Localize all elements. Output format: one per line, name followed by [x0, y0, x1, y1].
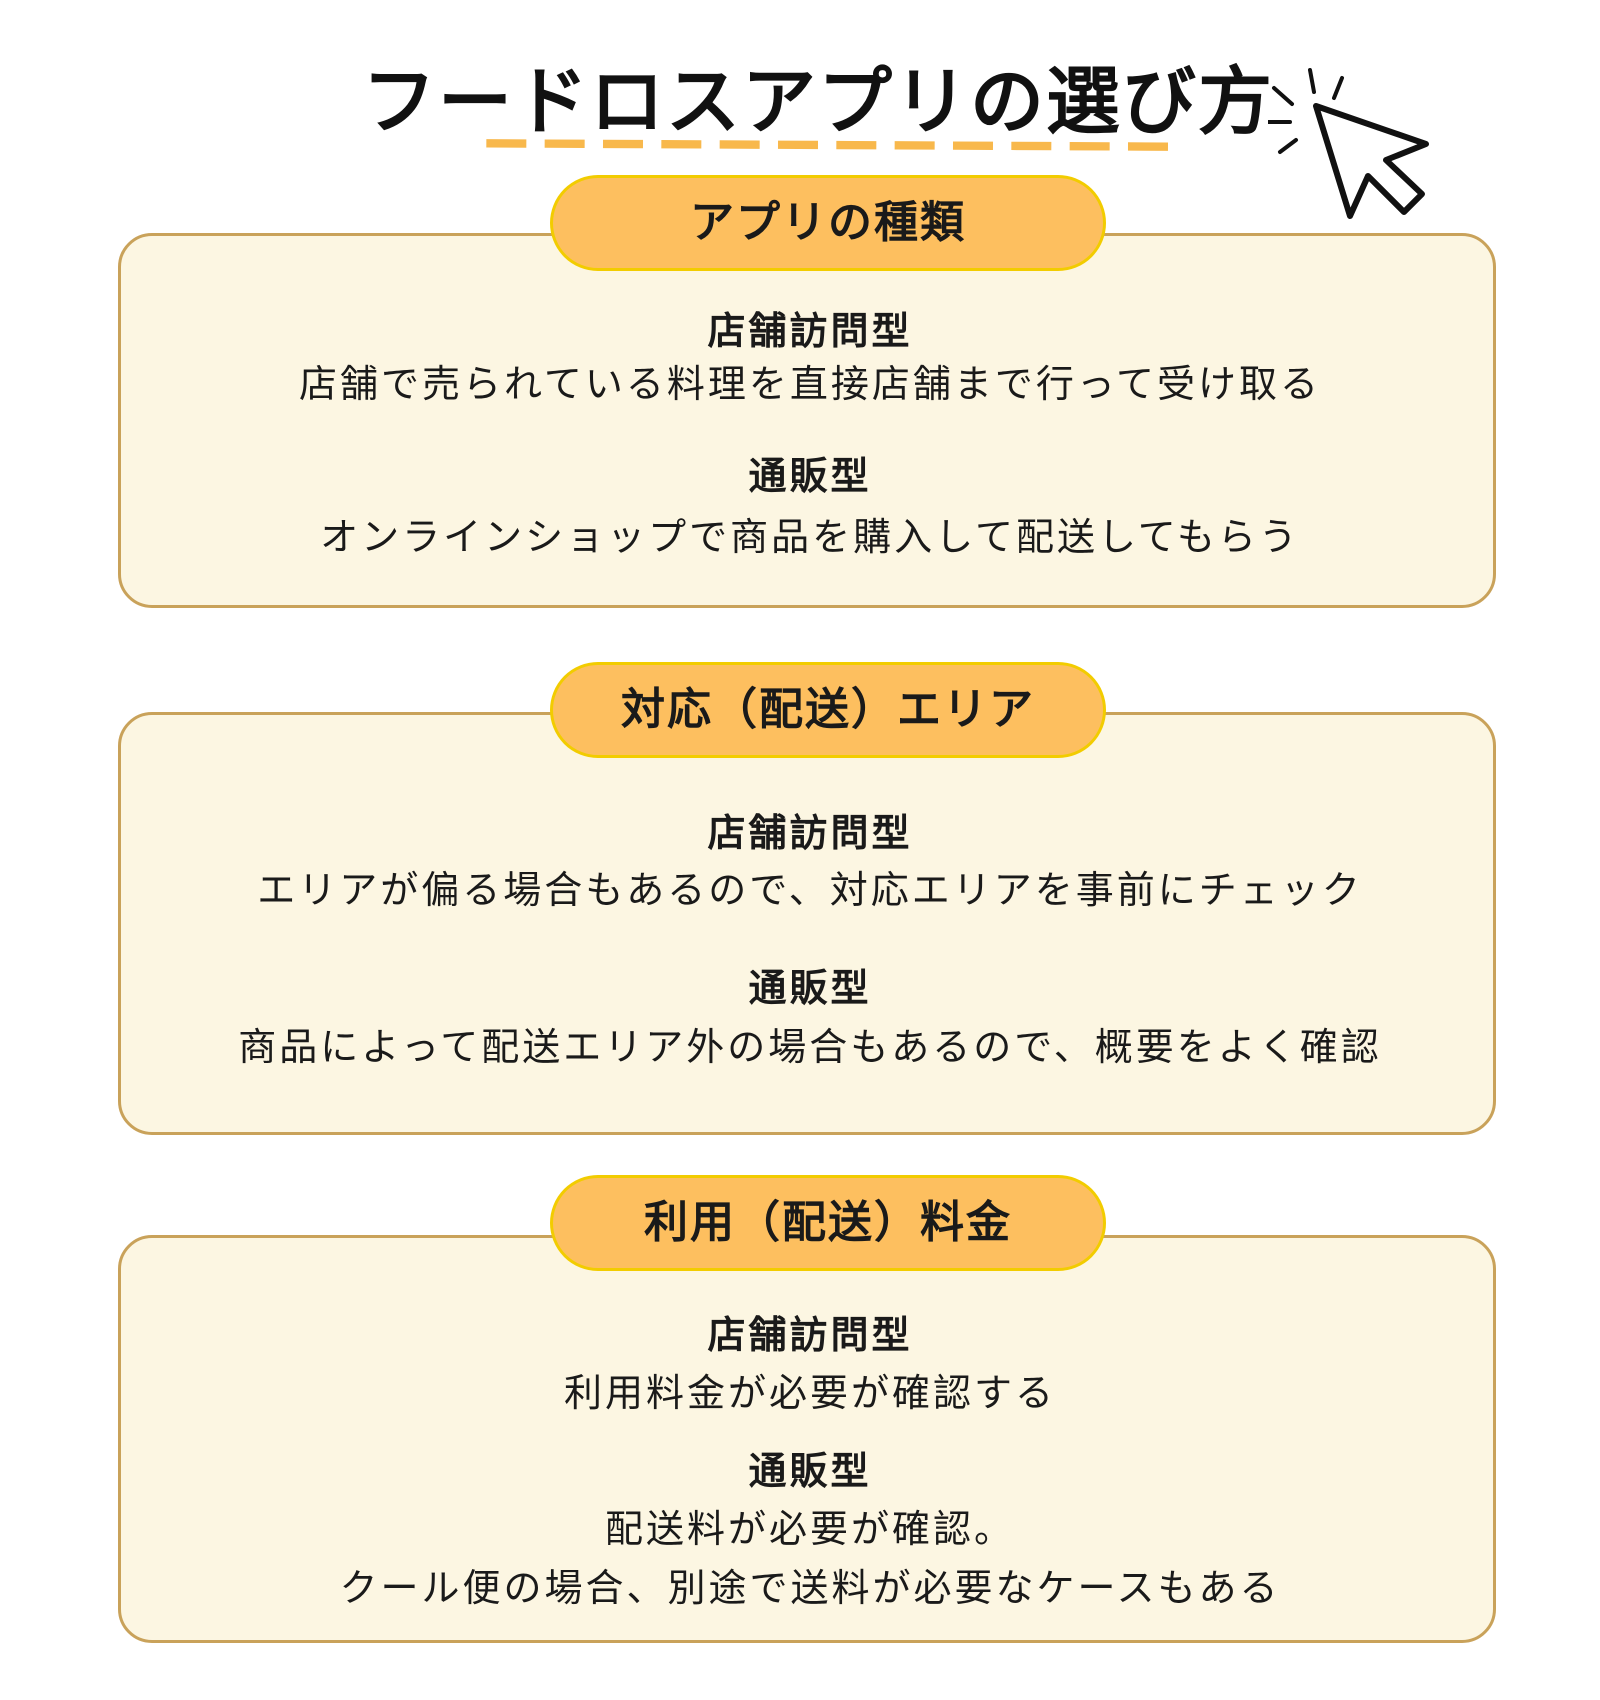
section-card: 店舗訪問型 エリアが偏る場合もあるので、対応エリアを事前にチェック 通販型 商品…	[118, 712, 1496, 1135]
sparkle-lines-icon	[1268, 68, 1344, 154]
header: フードロスアプリの選び方	[0, 40, 1600, 219]
item-title: 通販型	[748, 454, 872, 498]
section-card: 店舗訪問型 利用料金が必要が確認する 通販型 配送料が必要が確認。 クール便の場…	[118, 1235, 1496, 1643]
item-title: 店舗訪問型	[707, 1313, 913, 1357]
item-title: 通販型	[748, 966, 872, 1010]
item-title: 店舗訪問型	[707, 309, 913, 353]
section-card: 店舗訪問型 店舗で売られている料理を直接店舗まで行って受け取る 通販型 オンライ…	[118, 233, 1496, 608]
section-delivery-area: 店舗訪問型 エリアが偏る場合もあるので、対応エリアを事前にチェック 通販型 商品…	[118, 662, 1500, 1142]
item-title: 通販型	[748, 1449, 872, 1493]
item-description: エリアが偏る場合もあるので、対応エリアを事前にチェック	[257, 868, 1363, 912]
section-heading-pill: 対応（配送）エリア	[550, 662, 1106, 758]
section-heading-pill: アプリの種類	[550, 175, 1106, 271]
item-description: オンラインショップで商品を購入して配送してもらう	[320, 515, 1300, 559]
section-app-types: 店舗訪問型 店舗で売られている料理を直接店舗まで行って受け取る 通販型 オンライ…	[118, 175, 1500, 615]
item-description: 利用料金が必要が確認する	[563, 1371, 1056, 1415]
item-description: 商品によって配送エリア外の場合もあるので、概要をよく確認	[238, 1025, 1382, 1069]
item-title: 店舗訪問型	[707, 811, 913, 855]
cursor-arrow-icon	[1268, 68, 1429, 219]
item-description: クール便の場合、別途で送料が必要なケースもある	[339, 1566, 1281, 1610]
item-description: 店舗で売られている料理を直接店舗まで行って受け取る	[299, 362, 1321, 406]
title-dashed-underline	[486, 139, 1170, 151]
page-title: フードロスアプリの選び方	[362, 59, 1274, 145]
item-description: 配送料が必要が確認。	[604, 1507, 1015, 1551]
section-heading-pill: 利用（配送）料金	[550, 1175, 1106, 1271]
section-fees: 店舗訪問型 利用料金が必要が確認する 通販型 配送料が必要が確認。 クール便の場…	[118, 1175, 1500, 1655]
